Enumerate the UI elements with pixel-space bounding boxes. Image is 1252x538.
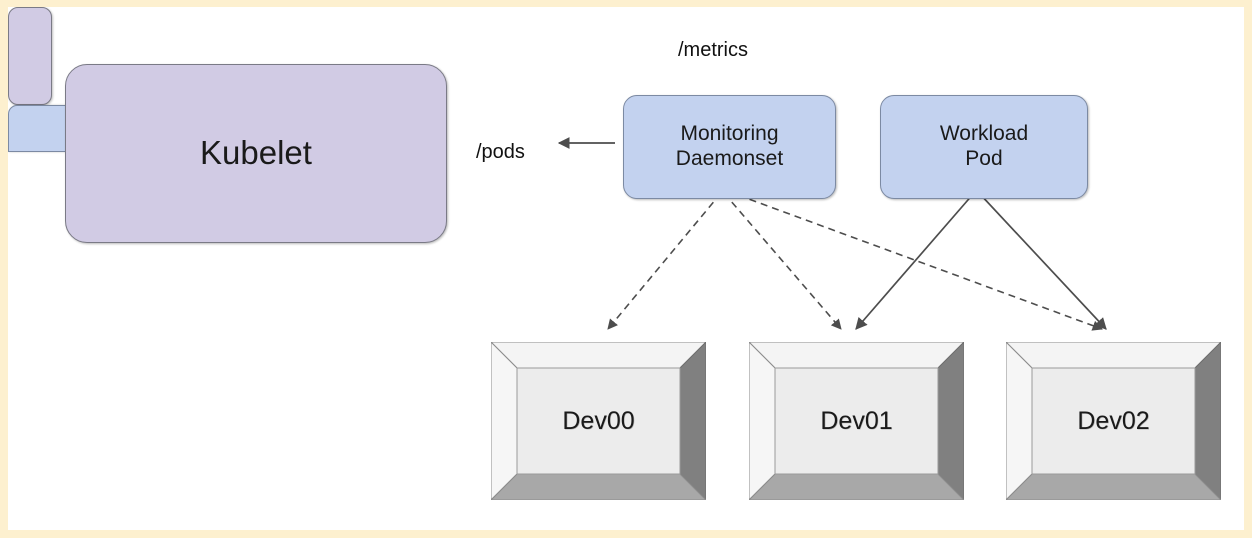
kubelet-label: Kubelet xyxy=(200,134,312,172)
edge-workload-to-dev01 xyxy=(855,192,975,330)
device-bevel-frame-icon xyxy=(491,342,706,500)
node-monitoring-daemonset[interactable]: Monitoring Daemonset xyxy=(623,95,836,199)
kubelet-pods-port[interactable] xyxy=(8,7,52,105)
node-workload-pod[interactable]: Workload Pod xyxy=(880,95,1088,199)
diagram-canvas: Kubelet /pods /metrics Monitoring Daemon… xyxy=(8,7,1244,530)
monitoring-daemonset-label-line1: Monitoring xyxy=(680,122,779,146)
device-bevel-frame-icon xyxy=(1006,342,1221,500)
device-label: Dev01 xyxy=(820,406,893,435)
edge-daemonset-to-dev01 xyxy=(723,192,842,330)
workload-pod-label-line1: Workload xyxy=(939,122,1029,146)
workload-pod-label: Workload Pod xyxy=(940,122,1028,172)
pods-endpoint-label: /pods xyxy=(476,141,525,163)
edge-daemonset-to-dev00 xyxy=(607,192,722,330)
device-label: Dev02 xyxy=(1077,406,1150,435)
node-device-dev00[interactable]: Dev00 xyxy=(491,342,706,500)
edge-daemonset-to-dev02 xyxy=(726,190,1103,331)
edge-workload-to-dev02 xyxy=(978,192,1107,330)
node-kubelet[interactable]: Kubelet xyxy=(65,64,447,243)
node-device-dev01[interactable]: Dev01 xyxy=(749,342,964,500)
monitoring-daemonset-label: Monitoring Daemonset xyxy=(676,122,783,172)
metrics-endpoint-label: /metrics xyxy=(678,39,748,61)
node-device-dev02[interactable]: Dev02 xyxy=(1006,342,1221,500)
device-label: Dev00 xyxy=(562,406,635,435)
workload-pod-label-line2: Pod xyxy=(965,147,1003,170)
device-bevel-frame-icon xyxy=(749,342,964,500)
monitoring-daemonset-label-line2: Daemonset xyxy=(675,147,784,170)
